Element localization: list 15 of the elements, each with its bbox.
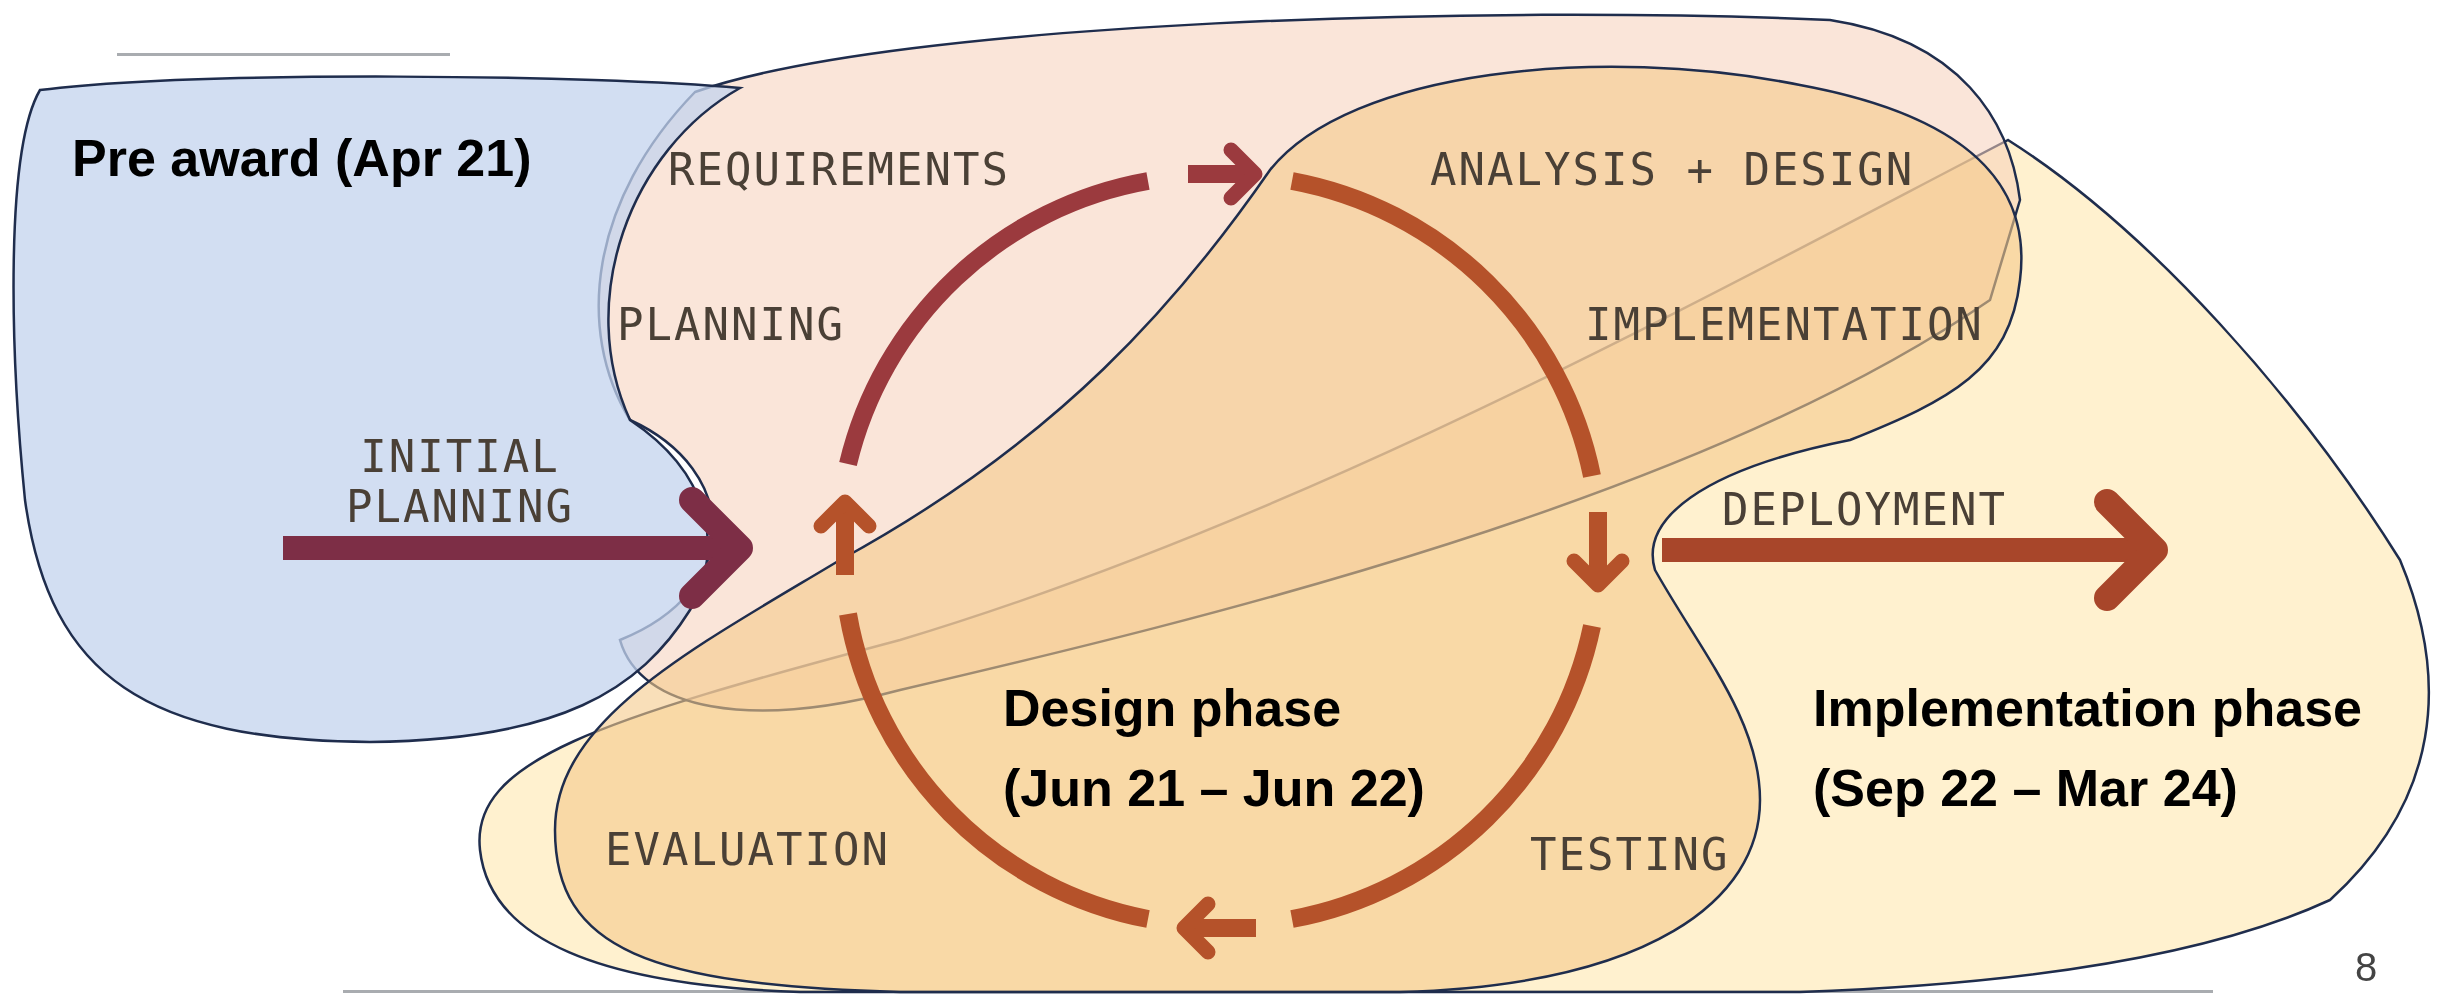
stage-label: REQUIREMENTS <box>668 145 1010 195</box>
phase-title: Pre award (Apr 21) <box>72 128 532 189</box>
phase-title: Implementation phase <box>1813 678 2362 739</box>
phase-dates: (Jun 21 – Jun 22) <box>1003 758 1425 819</box>
stage-label: PLANNING <box>617 300 845 350</box>
stage-label: TESTING <box>1530 830 1730 880</box>
stage-label: IMPLEMENTATION <box>1585 300 1984 350</box>
arrow <box>283 487 753 609</box>
phase-title: Design phase <box>1003 678 1342 739</box>
phase-dates: (Sep 22 – Mar 24) <box>1813 758 2238 819</box>
edge-label: DEPLOYMENT <box>1722 485 2007 535</box>
edge-label: INITIAL PLANNING <box>345 432 575 532</box>
page-number: 8 <box>2355 945 2378 990</box>
stage-label: EVALUATION <box>605 825 890 875</box>
stage-label: ANALYSIS + DESIGN <box>1430 145 1915 195</box>
